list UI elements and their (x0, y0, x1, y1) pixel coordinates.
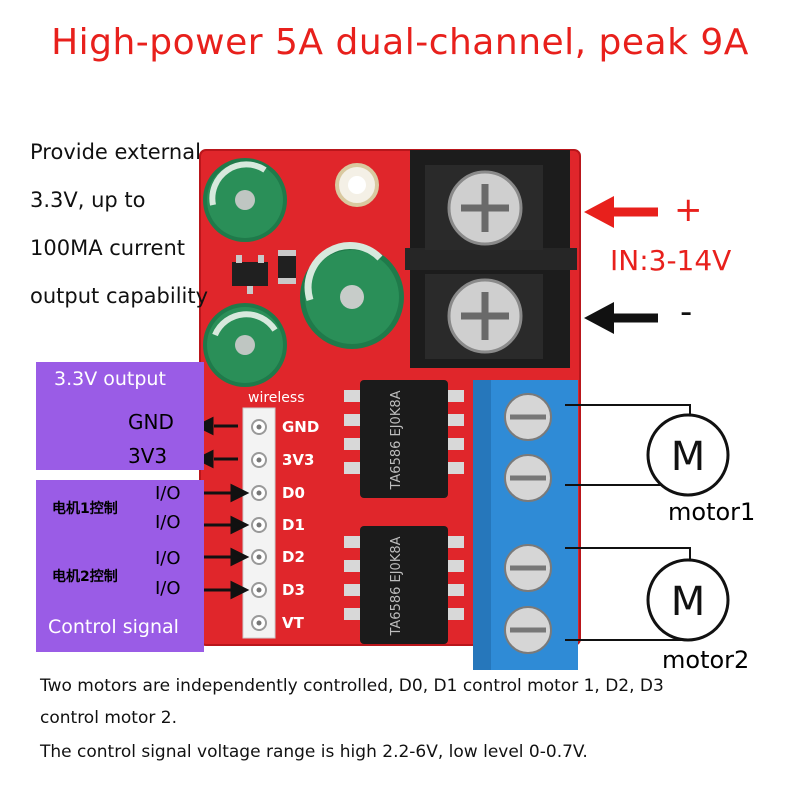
motor2-control-label: 电机2控制 (52, 569, 118, 585)
d0-arrow-icon (204, 483, 250, 503)
capacitor-top-left (203, 158, 287, 242)
d2-arrow-icon (204, 547, 250, 567)
board-pin-d2: D2 (282, 548, 305, 566)
board-pin-gnd: GND (282, 418, 319, 436)
d3-arrow-icon (204, 580, 250, 600)
board-pin-d3: D3 (282, 581, 305, 599)
gnd-arrow-icon (194, 416, 238, 436)
plus-arrow-icon (584, 196, 658, 228)
output-gnd-label: GND (128, 410, 174, 434)
driver-chip-1: TA6586 EJ0K8A (344, 380, 464, 498)
control-signal-box: Control signal (36, 480, 204, 652)
description-line-1: Two motors are independently controlled,… (40, 676, 664, 696)
motor1-control-label: 电机1控制 (52, 501, 118, 517)
power-terminal-block (405, 150, 577, 368)
note-line: Provide external (30, 140, 201, 164)
power-minus-label: - (680, 292, 693, 332)
io-label-d0: I/O (155, 483, 181, 504)
smd-regulator (232, 262, 268, 286)
note-line: output capability (30, 284, 209, 308)
description-line-3: The control signal voltage range is high… (40, 742, 588, 762)
note-line: 100MA current (30, 236, 185, 260)
description-line-2: control motor 2. (40, 708, 177, 728)
board-pin-d0: D0 (282, 484, 305, 502)
svg-text:TA6586 EJ0K8A: TA6586 EJ0K8A (389, 390, 404, 490)
svg-text:TA6586 EJ0K8A: TA6586 EJ0K8A (389, 536, 404, 636)
motor2-symbol (646, 558, 730, 642)
output-box-title: 3.3V output (54, 368, 166, 390)
motor1-m-letter: M (671, 434, 706, 480)
3v3-arrow-icon (194, 449, 238, 469)
output-3v3-label: 3V3 (128, 444, 168, 468)
io-label-d1: I/O (155, 512, 181, 533)
motor1-label: motor1 (668, 498, 756, 526)
io-label-d2: I/O (155, 548, 181, 569)
motor2-m-letter: M (671, 579, 706, 625)
motor-terminal-2 (473, 520, 578, 670)
output-box: 3.3V output (36, 362, 204, 470)
pin-header (242, 407, 276, 639)
smd-diode (278, 250, 296, 284)
external-output-note: Provide external 3.3V, up to 100MA curre… (30, 128, 260, 320)
capacitor-large (300, 242, 404, 349)
board-pin-d1: D1 (282, 516, 305, 534)
board-pin-vt: VT (282, 614, 305, 632)
power-plus-label: + (674, 190, 703, 230)
note-line: 3.3V, up to (30, 188, 146, 212)
driver-chip-2: TA6586 EJ0K8A (344, 526, 464, 644)
page-title: High-power 5A dual-channel, peak 9A (51, 22, 749, 63)
control-signal-title: Control signal (48, 616, 179, 638)
header-pin-holes (256, 424, 262, 626)
minus-arrow-icon (584, 302, 658, 334)
board-silk-text: wireless (248, 390, 305, 406)
motor-terminal-1 (473, 380, 578, 525)
io-label-d3: I/O (155, 578, 181, 599)
d1-arrow-icon (204, 515, 250, 535)
board-pin-3v3: 3V3 (282, 451, 314, 469)
motor2-label: motor2 (662, 646, 750, 674)
power-input-range: IN:3-14V (610, 244, 732, 277)
motor1-symbol (646, 413, 730, 497)
capacitor-bottom-left (203, 303, 287, 387)
